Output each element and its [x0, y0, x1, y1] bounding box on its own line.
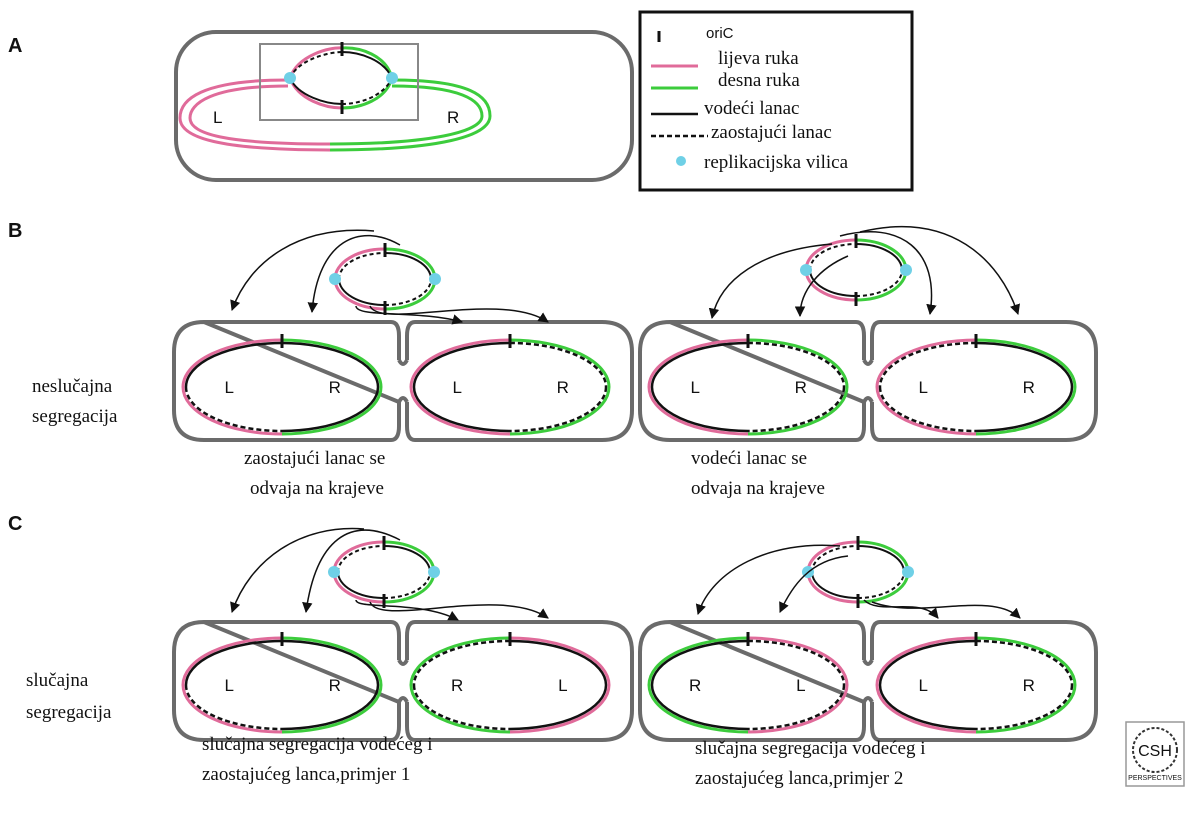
legend-leading-label: vodeći lanac — [704, 98, 799, 119]
caption-b2-line2: odvaja na krajeve — [691, 478, 825, 499]
side-label-b-line2: segregacija — [32, 406, 118, 427]
arm-label: L — [918, 378, 927, 397]
panel-label-c: C — [8, 513, 22, 535]
panel-a-bubble — [284, 42, 398, 114]
panel-a-label-l: L — [213, 108, 222, 127]
arm-label: R — [451, 676, 463, 695]
logo-text: CSH — [1138, 743, 1172, 760]
arm-label: L — [918, 676, 927, 695]
csh-perspectives-logo: CSH PERSPECTIVES — [1125, 721, 1185, 787]
panel-label-b: B — [8, 220, 22, 242]
legend-fork-symbol — [676, 156, 686, 166]
side-label-c-line1: slučajna — [26, 670, 89, 691]
legend-fork-label: replikacijska vilica — [704, 152, 849, 173]
side-label-c-line2: segregacija — [26, 702, 112, 723]
caption-c2-line1: slučajna segregacija vodećeg i — [695, 738, 926, 759]
arm-label: R — [1023, 676, 1035, 695]
legend: oriC lijeva ruka desna ruka vodeći lanac… — [638, 10, 914, 192]
arm-label: L — [558, 676, 567, 695]
legend-left-arm-label: lijeva ruka — [718, 48, 799, 69]
side-label-b-line1: neslučajna — [32, 376, 113, 397]
caption-b1-line1: zaostajući lanac se — [244, 448, 385, 469]
caption-c1-line2: zaostajućeg lanca,primjer 1 — [202, 764, 410, 785]
arm-label: R — [1023, 378, 1035, 397]
arm-label: R — [329, 378, 341, 397]
arm-label: R — [795, 378, 807, 397]
caption-b1-line2: odvaja na krajeve — [250, 478, 384, 499]
caption-b2-line1: vodeći lanac se — [691, 448, 807, 469]
panel-a-cell: L R — [174, 30, 634, 182]
arm-label: L — [224, 676, 233, 695]
panel-a-label-r: R — [447, 108, 459, 127]
arm-label: R — [329, 676, 341, 695]
arm-label: R — [689, 676, 701, 695]
caption-c2-line2: zaostajućeg lanca,primjer 2 — [695, 768, 903, 789]
caption-c1-line1: slučajna segregacija vodećeg i — [202, 734, 433, 755]
arm-label: L — [690, 378, 699, 397]
legend-oric-label: oriC — [706, 25, 734, 42]
arm-label: R — [557, 378, 569, 397]
logo-subtext: PERSPECTIVES — [1128, 775, 1182, 782]
arm-label: L — [224, 378, 233, 397]
legend-lagging-label: zaostajući lanac — [711, 122, 832, 143]
panel-label-a: A — [8, 35, 22, 57]
arm-label: L — [452, 378, 461, 397]
legend-right-arm-label: desna ruka — [718, 70, 800, 91]
arm-label: L — [796, 676, 805, 695]
